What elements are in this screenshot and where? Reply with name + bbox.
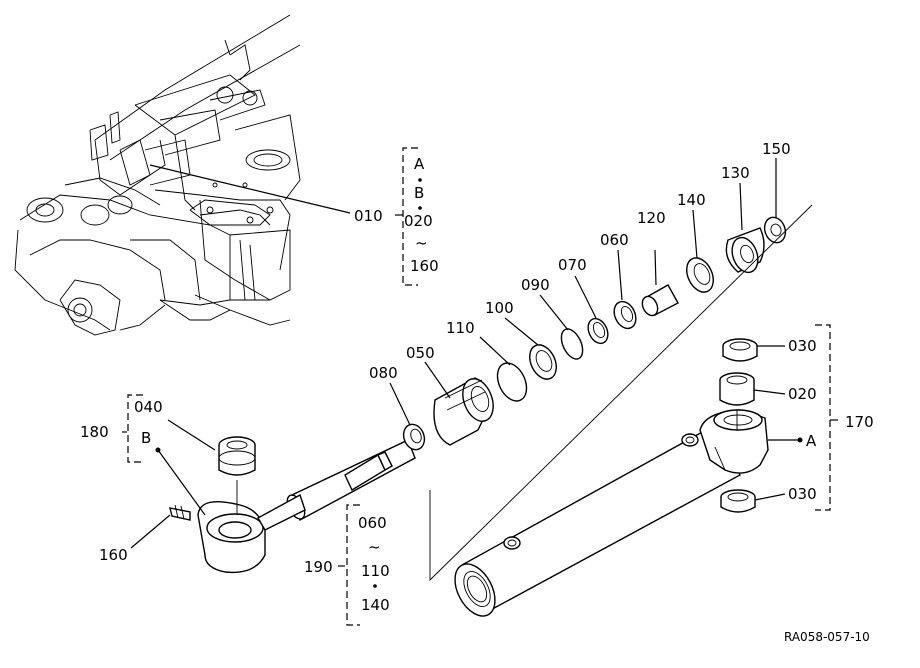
seal-030-top xyxy=(722,338,758,362)
ring-070 xyxy=(587,317,609,345)
tractor-frame-assembly xyxy=(14,14,301,336)
cylinder-tube xyxy=(454,409,769,617)
bracket-top-tilde: ~ xyxy=(415,234,428,252)
callout-150: 150 xyxy=(762,140,791,158)
bracket-190-from: 060 xyxy=(358,514,387,532)
cylinder-head-050 xyxy=(433,377,494,446)
bracket-top-a: A xyxy=(414,155,425,173)
bracket-190-dot xyxy=(373,584,377,588)
piston-130 xyxy=(725,227,765,274)
bracket-top-to: 160 xyxy=(410,257,439,275)
callout-030-top: 030 xyxy=(788,337,817,355)
bushing-020 xyxy=(719,372,755,406)
callout-050: 050 xyxy=(406,344,435,362)
seal-030-bottom xyxy=(720,489,756,513)
bracket-top-from: 020 xyxy=(404,212,433,230)
rod-eye-180 xyxy=(169,493,306,574)
drawing-id: RA058-057-10 xyxy=(784,630,870,644)
bracket-190-mid: 110 xyxy=(361,562,390,580)
brackets xyxy=(127,147,838,626)
assembly-axis-line xyxy=(429,204,813,582)
bracket-180-ref: B xyxy=(141,429,151,447)
ref-a-label: A xyxy=(806,432,817,450)
o-ring-090 xyxy=(560,328,584,360)
callout-130: 130 xyxy=(721,164,750,182)
bracket-top-b: B xyxy=(414,184,424,202)
seal-060 xyxy=(613,300,637,330)
callout-090: 090 xyxy=(521,276,550,294)
callout-010: 010 xyxy=(354,207,383,225)
ring-140 xyxy=(686,257,714,293)
bracket-190-tilde: ~ xyxy=(368,538,381,556)
bracket-190-to: 140 xyxy=(361,596,390,614)
callout-180: 180 xyxy=(80,423,109,441)
callout-020: 020 xyxy=(788,385,817,403)
callout-140: 140 xyxy=(677,191,706,209)
washer-100 xyxy=(529,344,557,380)
bracket-top-dot-1 xyxy=(418,178,422,182)
callout-060: 060 xyxy=(600,231,629,249)
callout-110: 110 xyxy=(446,319,475,337)
bracket-top-dot-2 xyxy=(418,206,422,210)
callout-190: 190 xyxy=(304,558,333,576)
bracket-180-part: 040 xyxy=(134,398,163,416)
leader-lines xyxy=(122,158,803,567)
callout-100: 100 xyxy=(485,299,514,317)
collar-120 xyxy=(641,284,679,317)
callout-120: 120 xyxy=(637,209,666,227)
callout-080: 080 xyxy=(369,364,398,382)
callout-170: 170 xyxy=(845,413,874,431)
bushing-040 xyxy=(218,436,256,515)
callout-070: 070 xyxy=(558,256,587,274)
callout-160: 160 xyxy=(99,546,128,564)
callout-030-bottom: 030 xyxy=(788,485,817,503)
o-ring-110 xyxy=(496,362,528,402)
